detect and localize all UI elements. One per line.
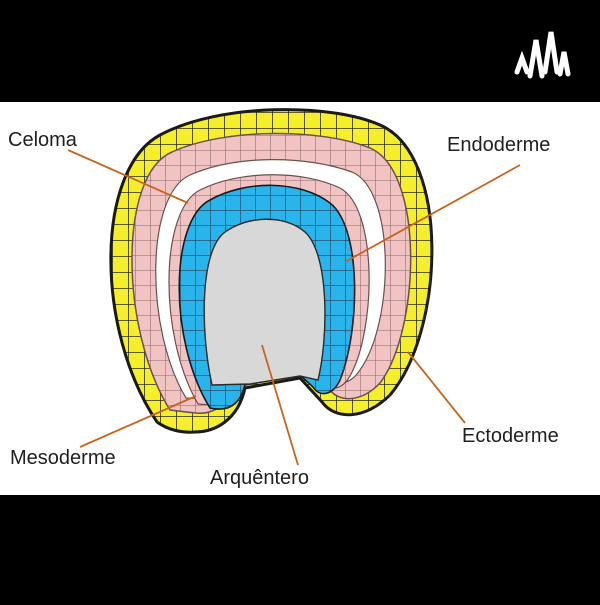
label-arquentero: Arquêntero — [210, 467, 309, 489]
archenteron-cavity — [203, 218, 326, 386]
celoma-pointer-line — [67, 149, 189, 204]
podcast-waveform-icon — [514, 31, 571, 79]
ectoderme-pointer-line — [407, 351, 466, 424]
mesoderme-pointer-line — [79, 395, 197, 448]
endoderme-pointer-line — [344, 164, 521, 263]
label-endoderme: Endoderme — [447, 134, 551, 156]
label-mesoderme: Mesoderme — [10, 447, 116, 469]
label-ectoderme: Ectoderme — [462, 425, 559, 447]
label-celoma: Celoma — [8, 129, 77, 151]
arquentero-pointer-line — [261, 344, 299, 466]
